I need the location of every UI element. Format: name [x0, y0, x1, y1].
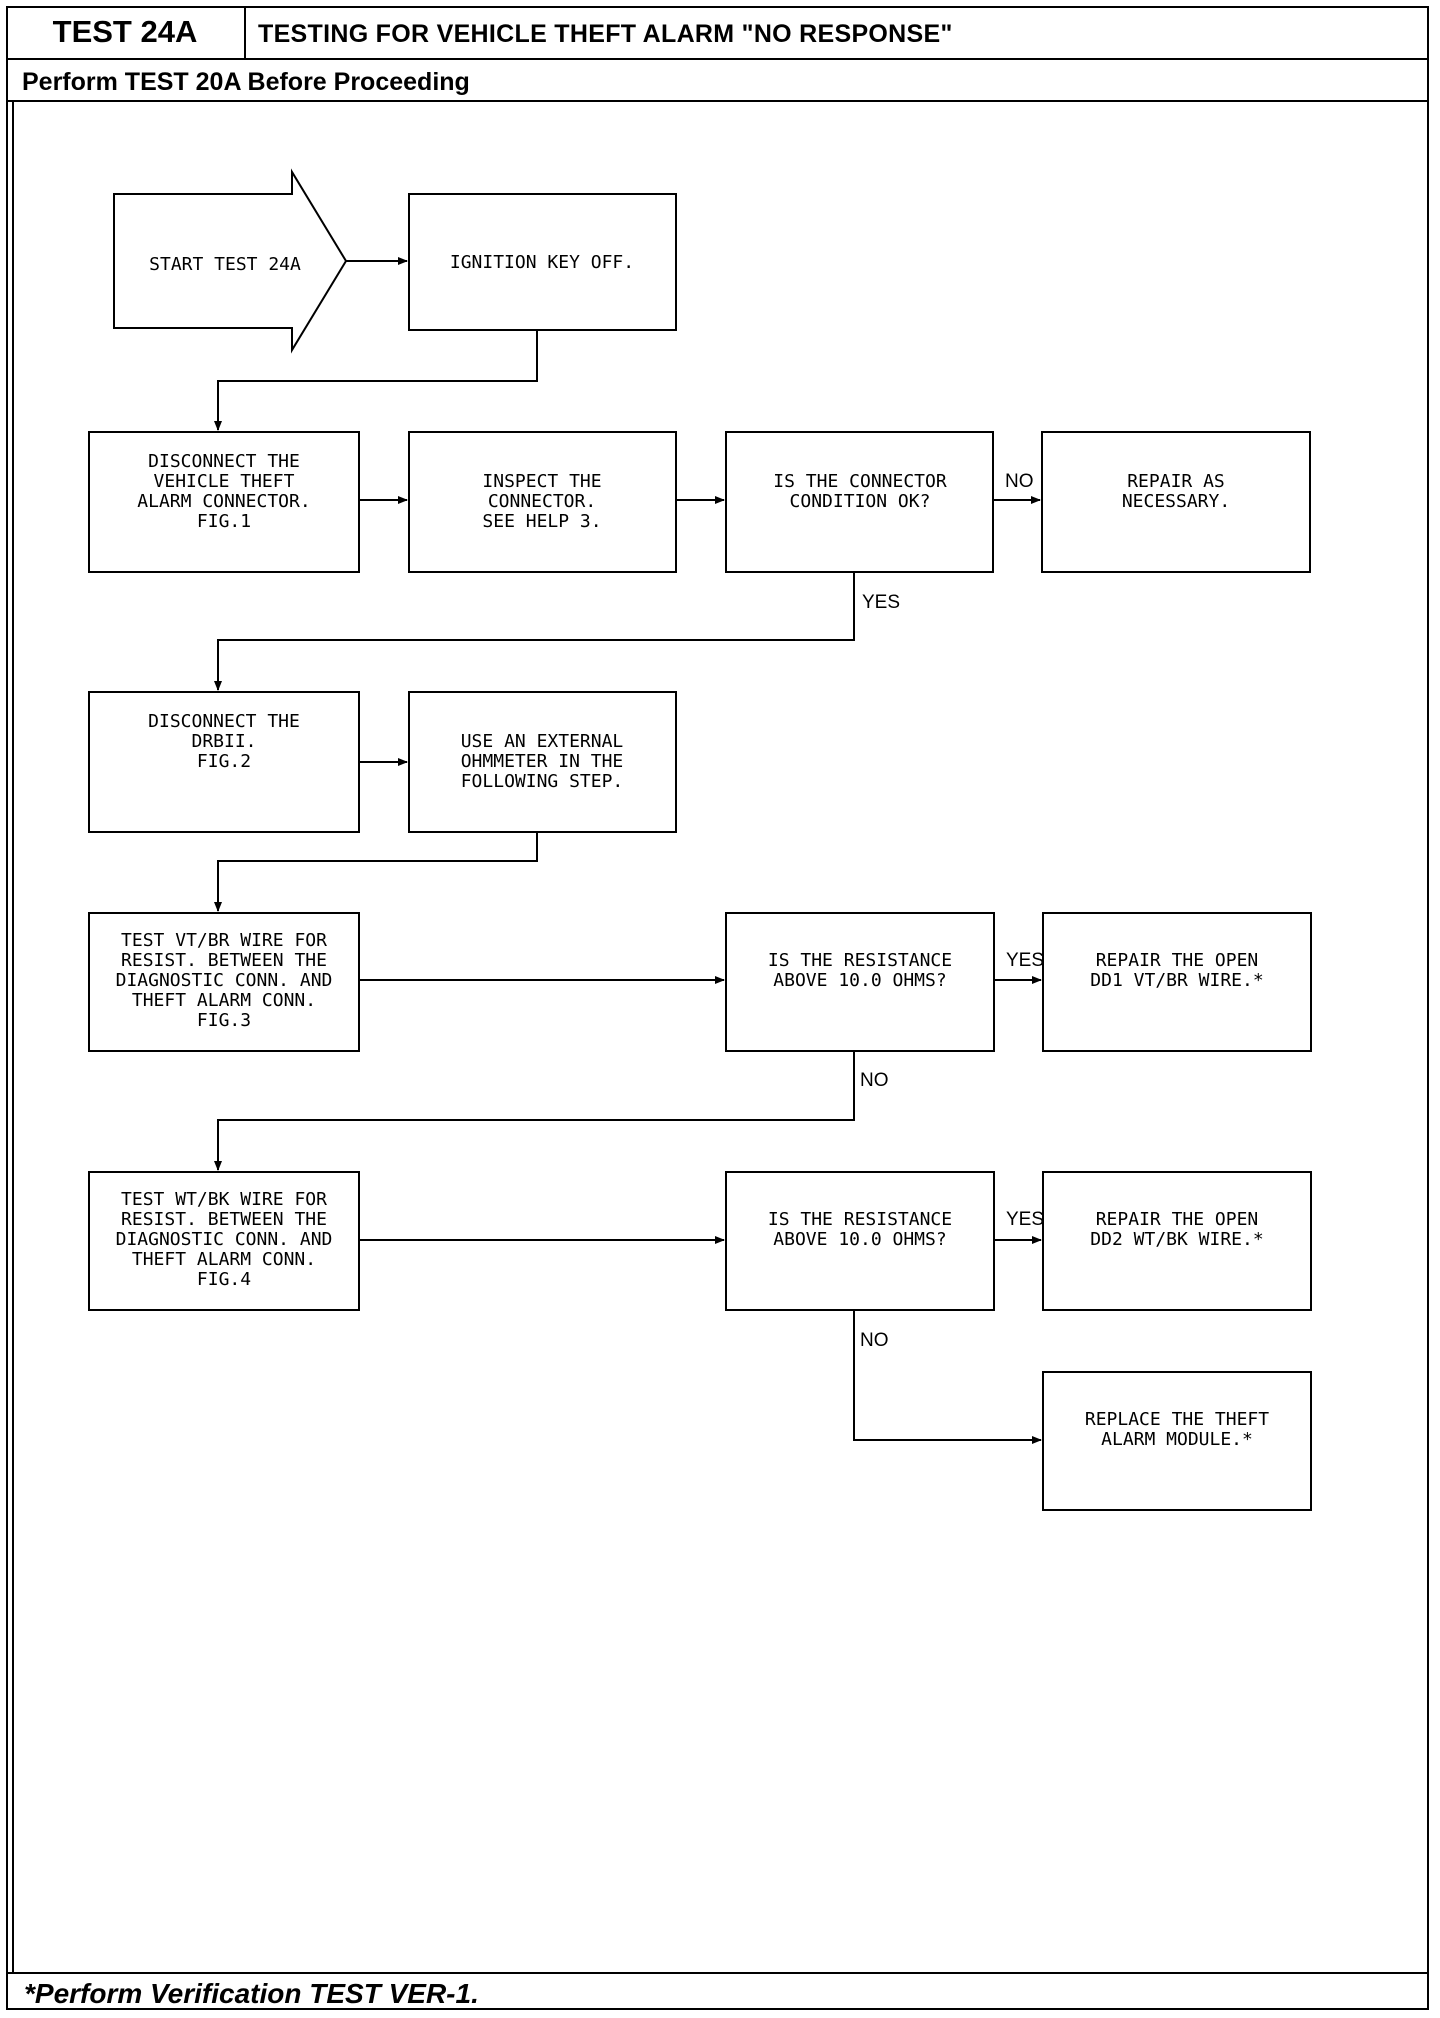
box-text-line: START TEST 24A — [149, 254, 301, 275]
svg-text:IGNITION KEY OFF.: IGNITION KEY OFF. — [450, 252, 634, 273]
box-text-line: IS THE RESISTANCE — [768, 1209, 952, 1230]
box-text-line: RESIST. BETWEEN THE — [121, 950, 327, 971]
label-no-1: NO — [1005, 471, 1034, 492]
box-text-line: FIG.3 — [197, 1010, 251, 1031]
page-title: TESTING FOR VEHICLE THEFT ALARM "NO RESP… — [258, 20, 953, 48]
box-text-line: DISCONNECT THE — [148, 451, 300, 472]
box-text-line: DIAGNOSTIC CONN. AND — [116, 1229, 333, 1250]
arrow-decision1-no — [214, 1051, 855, 1171]
box-text-line: CONDITION OK? — [790, 491, 931, 512]
box-text-line: THEFT ALARM CONN. — [132, 990, 316, 1011]
box-text-line: DD2 WT/BK WIRE.* — [1090, 1229, 1263, 1250]
box-text-line: TEST VT/BR WIRE FOR — [121, 930, 327, 951]
box-text-line: REPLACE THE THEFT — [1085, 1409, 1269, 1430]
box-text-line: FIG.4 — [197, 1269, 251, 1290]
label-yes-1: YES — [862, 592, 900, 613]
box-text-line: USE AN EXTERNAL — [461, 731, 624, 752]
box-text-line: ALARM CONNECTOR. — [137, 491, 310, 512]
arrow-ignition-to-disconnect — [214, 330, 538, 431]
arrow-decision-yes-drbii — [214, 572, 855, 691]
arrow-ohmmeter-to-vtbr — [214, 832, 538, 912]
start-text: START TEST 24A — [149, 254, 301, 275]
box-text-line: IGNITION KEY OFF. — [450, 252, 634, 273]
arrow-decision2-no — [853, 1310, 1042, 1444]
label-yes-3: YES — [1006, 1209, 1044, 1230]
box-text-line: FIG.1 — [197, 511, 251, 532]
box-text-line: FOLLOWING STEP. — [461, 771, 624, 792]
box-text-line: DD1 VT/BR WIRE.* — [1090, 970, 1263, 991]
diagram-area — [12, 102, 1429, 1972]
ignition-off-box: IGNITION KEY OFF. — [408, 193, 677, 331]
box-text-line: ALARM MODULE.* — [1101, 1429, 1253, 1450]
box-text-line: RESIST. BETWEEN THE — [121, 1209, 327, 1230]
label-yes-2: YES — [1006, 950, 1044, 971]
box-text-line: THEFT ALARM CONN. — [132, 1249, 316, 1270]
box-text-line: IS THE CONNECTOR — [773, 471, 947, 492]
footer-note: *Perform Verification TEST VER-1. — [24, 1978, 479, 2009]
box-text-line: ABOVE 10.0 OHMS? — [773, 970, 946, 991]
box-text-line: DIAGNOSTIC CONN. AND — [116, 970, 333, 991]
box-text-line: SEE HELP 3. — [482, 511, 601, 532]
label-no-2: NO — [860, 1070, 889, 1091]
box-text-line: TEST WT/BK WIRE FOR — [121, 1189, 327, 1210]
box-text-line: DRBII. — [191, 731, 256, 752]
box-text-line: ABOVE 10.0 OHMS? — [773, 1229, 946, 1250]
box-text-line: VEHICLE THEFT — [154, 471, 295, 492]
box-text-line: DISCONNECT THE — [148, 711, 300, 732]
box-text-line: NECESSARY. — [1122, 491, 1230, 512]
header-divider — [6, 58, 1429, 60]
box-text-line: OHMMETER IN THE — [461, 751, 624, 772]
box-text-line: FIG.2 — [197, 751, 251, 772]
box-text-line: REPAIR THE OPEN — [1096, 950, 1259, 971]
box-text-line: INSPECT THE — [482, 471, 601, 492]
start-node: START TEST 24A — [113, 168, 348, 354]
label-no-3: NO — [860, 1330, 889, 1351]
box-text-line: IS THE RESISTANCE — [768, 950, 952, 971]
footer-divider — [6, 1972, 1429, 1974]
connectors — [214, 257, 1042, 1444]
subheader-divider — [6, 100, 1429, 102]
box-text-line: REPAIR THE OPEN — [1096, 1209, 1259, 1230]
prerequisite-note: Perform TEST 20A Before Proceeding — [22, 68, 470, 96]
box-text-line: CONNECTOR. — [488, 491, 596, 512]
box-text-line: REPAIR AS — [1127, 471, 1225, 492]
